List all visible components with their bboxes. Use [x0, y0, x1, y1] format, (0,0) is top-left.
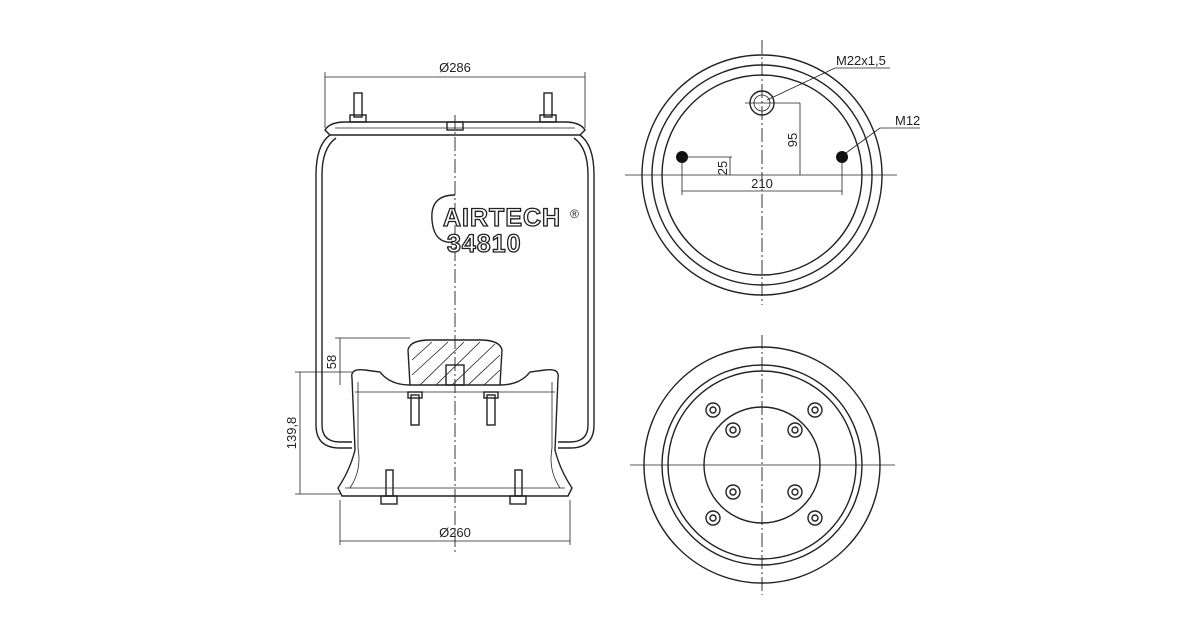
dim-height-piston: 139,8: [284, 417, 299, 450]
dim-offset-air: 95: [785, 133, 800, 147]
hatch: [411, 341, 501, 386]
dim-height-upper: 58: [324, 355, 339, 369]
stud-hole-right: [836, 151, 848, 163]
dim-stud-spacing: 210: [751, 176, 773, 191]
part-number: 34810: [447, 230, 522, 258]
label-air-thread: M22x1,5: [836, 53, 886, 68]
top-stud-left: [349, 92, 367, 123]
brand-logo: AIRTECH: [443, 204, 561, 232]
bolt-pattern: [705, 402, 823, 526]
top-view: 25 95 210 M22x1,5 M12: [625, 40, 920, 305]
bottom-view: [630, 335, 895, 595]
dim-offset-stud: 25: [715, 161, 730, 175]
registered-mark: ®: [570, 207, 579, 221]
side-view: Ø286 Ø260 58 139,8 AIRTECH ® 34810: [284, 60, 595, 555]
top-stud-right: [539, 92, 557, 123]
dim-diameter-top: Ø286: [439, 60, 471, 75]
dim-diameter-bottom: Ø260: [439, 525, 471, 540]
label-stud-thread: M12: [895, 113, 920, 128]
